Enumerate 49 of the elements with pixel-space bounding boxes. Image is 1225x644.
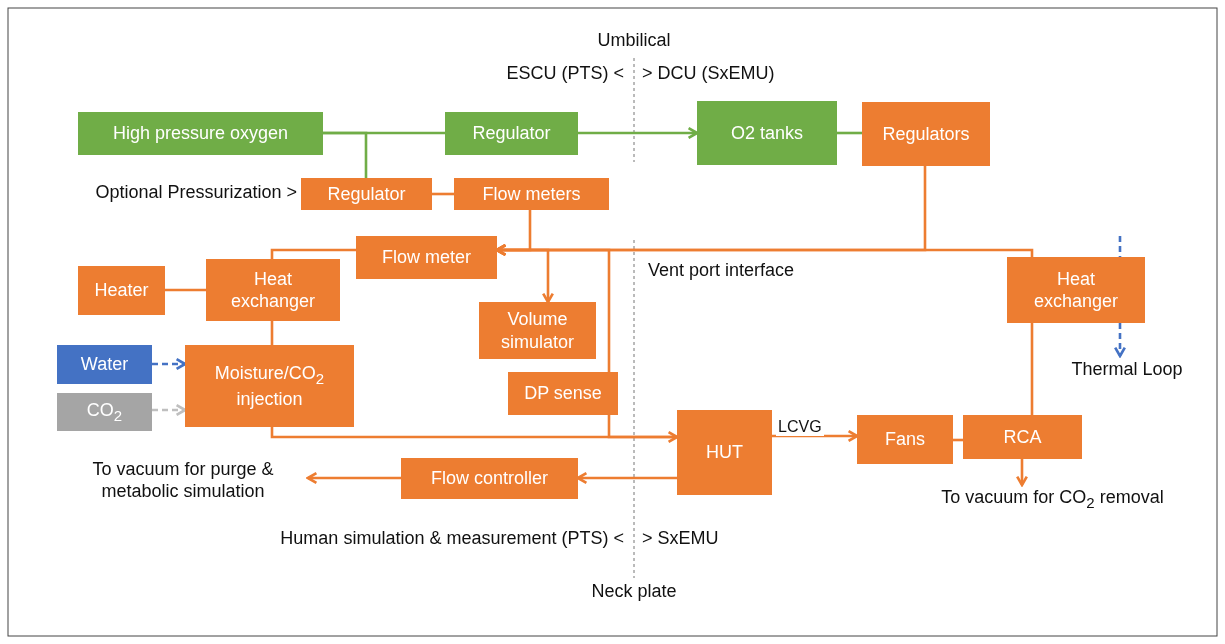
annotation-text: Human simulation & measurement (PTS) < <box>280 528 624 550</box>
process-box: Heater <box>78 266 165 315</box>
process-box: Flow meters <box>454 178 609 210</box>
connector-line <box>270 321 274 345</box>
process-box: High pressure oxygen <box>78 112 323 155</box>
process-box: HUT <box>677 410 772 495</box>
connector-line <box>837 131 862 135</box>
process-box: RCA <box>963 415 1082 459</box>
connector-line <box>497 248 611 372</box>
connector-line <box>607 415 677 439</box>
arrow <box>772 429 859 443</box>
arrow <box>270 427 679 444</box>
side-label: Optional Pressurization > <box>95 182 297 204</box>
annotation-text: > DCU (SxEMU) <box>642 63 775 85</box>
arrow <box>1113 323 1127 358</box>
process-box: Heat exchanger <box>206 259 340 321</box>
outlet-label: To vacuum for purge & metabolic simulation <box>58 454 308 506</box>
outlet-label: Thermal Loop <box>1052 356 1202 382</box>
process-box: DP sense <box>508 372 618 415</box>
edge-label: LCVG <box>776 418 824 436</box>
process-box: Regulator <box>301 178 432 210</box>
process-box: Fans <box>857 415 953 464</box>
process-box: Volume simulator <box>479 302 596 359</box>
process-box: Regulators <box>862 102 990 166</box>
process-box: Heat exchanger <box>1007 257 1145 323</box>
process-box: Flow controller <box>401 458 578 499</box>
connector-line <box>165 288 206 292</box>
connector-line <box>1118 236 1122 257</box>
process-box: O2 tanks <box>697 101 837 165</box>
arrow <box>1015 459 1029 487</box>
arrow <box>306 471 401 485</box>
annotation-text: > SxEMU <box>642 528 719 550</box>
connector-line <box>270 248 356 259</box>
connector-line <box>432 192 454 196</box>
annotation-text: Vent port interface <box>648 260 795 282</box>
arrow <box>578 126 699 140</box>
annotation-text: Neck plate <box>591 581 677 603</box>
outlet-label: To vacuum for CO$_{2}$ removal <box>905 485 1200 513</box>
annotation-text: ESCU (PTS) < <box>506 63 624 85</box>
process-box: Moisture/CO$_{2}$ injection <box>185 345 354 427</box>
connector-line <box>323 131 368 178</box>
process-box: Regulator <box>445 112 578 155</box>
process-box: Flow meter <box>356 236 497 279</box>
input-box: Water <box>57 345 152 384</box>
input-box: CO$_{2}$ <box>57 393 152 431</box>
connector-line <box>1030 323 1034 415</box>
annotation-text: Umbilical <box>597 30 671 52</box>
arrow <box>152 403 187 417</box>
arrow <box>152 357 187 371</box>
